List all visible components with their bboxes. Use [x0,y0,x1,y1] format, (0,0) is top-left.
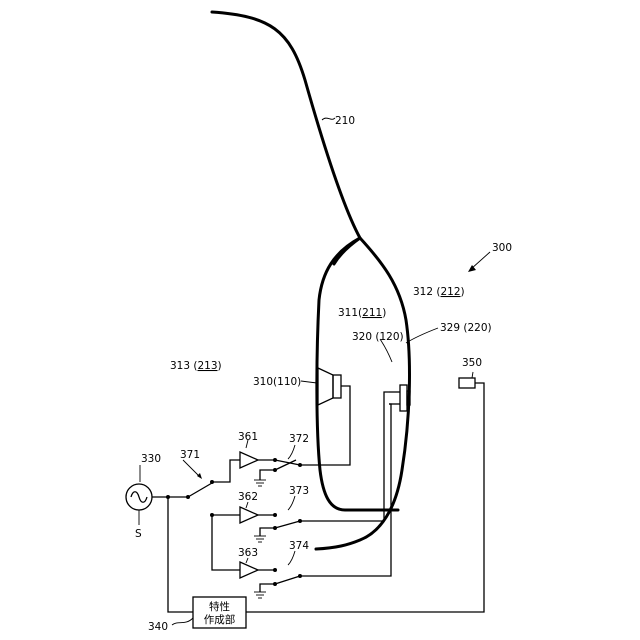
label-361: 361 [238,431,258,443]
contact-dots [166,458,302,586]
label-371: 371 [180,449,200,461]
label-313-underlined: 213 [197,360,217,372]
label-350: 350 [462,357,482,369]
label-311: 311(211) [338,307,386,319]
speaker-310-icon [318,368,341,405]
label-340: 340 [148,621,168,633]
amplifier-362-icon [240,507,258,523]
label-373: 373 [289,485,309,497]
ear-body-outline [317,238,398,510]
label-311-underlined: 211 [362,307,382,319]
box-label-line1: 特性 [209,600,230,613]
label-320: 320 (120) [352,331,404,343]
head-outline-curve [212,12,360,264]
label-300: 300 [492,242,512,254]
label-310: 310(110) [253,376,301,388]
box-label-line2: 作成部 [204,613,236,626]
amplifier-363-icon [240,562,258,578]
label-210: 210 [335,115,355,127]
microphone-320-icon [389,385,410,411]
ac-source-icon [126,484,152,525]
label-312: 312 (212) [413,286,465,298]
label-329: 329 (220) [440,322,492,334]
label-374: 374 [289,540,309,552]
label-372: 372 [289,433,309,445]
label-312-underlined: 212 [440,286,460,298]
amplifier-361-icon [240,452,258,468]
label-313: 313 (213) [170,360,222,372]
label-330: 330 [141,453,161,465]
reference-microphone-350-icon [459,378,475,388]
label-362: 362 [238,491,258,503]
label-363: 363 [238,547,258,559]
label-S: S [135,528,142,540]
